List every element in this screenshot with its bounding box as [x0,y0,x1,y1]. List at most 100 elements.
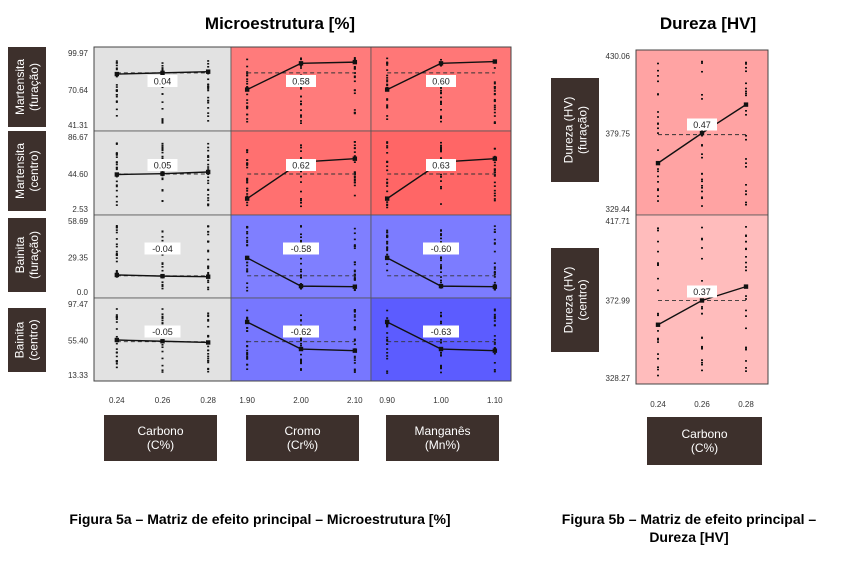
main-effect-point-r2-c1-p1 [298,283,304,289]
correlation-label-r2-c0: -0.04 [152,244,173,254]
main-effect-point-r1-c0-p1 [160,171,165,176]
main-effect-point-r0-c0-p1 [699,130,705,136]
correlation-label-box-r1-c0 [147,159,178,171]
matrix-frame-0 [93,46,512,382]
observation-strip-r2-c1-x2 [353,227,356,292]
main-effect-point-r1-c0-p2 [743,284,749,289]
y-tick-label-r1-t0: 328.27 [606,374,631,383]
main-effect-point-r0-c2-p0 [384,87,390,92]
row-label-dureza-furacao: Dureza (HV) (furação) [551,78,599,182]
y-tick-label-r0-t1: 379.75 [606,130,631,139]
main-effect-point-r1-c0-p0 [114,172,120,177]
observation-strip-r0-c0-x1 [701,60,703,207]
main-effect-point-r0-c1-p1 [298,61,304,66]
row-label-dureza-centro: Dureza (HV) (centro) [551,248,599,352]
left-chart-title: Microestrutura [%] [204,14,356,33]
x-tick-label-c1-t0: 1.90 [239,396,255,405]
main-effect-point-r0-c0-p0 [114,71,120,77]
y-tick-label-r1-t1: 372.99 [606,297,631,306]
observation-strip-r3-c1-x0 [246,309,249,371]
x-tick-label-c0-t2: 0.28 [200,396,216,405]
correlation-label-box-r0-c1 [286,75,316,87]
y-tick-label-r0-t0: 329.44 [606,205,631,214]
correlation-label-r2-c2: -0.60 [431,244,452,254]
main-effect-point-r3-c0-p0 [114,337,120,343]
main-effect-point-r1-c0-p1 [699,298,705,303]
main-effect-point-r3-c2-p0 [384,319,390,325]
y-tick-label-r2-t1: 29.35 [68,254,89,263]
observation-strip-r3-c2-x2 [493,308,496,373]
row-label-bainita-furacao: Bainita (furação) [8,218,46,292]
row-label-martensita-centro: Martensita (centro) [8,131,46,211]
x-tick-label-c2-t0: 0.90 [379,396,395,405]
x-tick-label-c1-t2: 2.10 [347,396,363,405]
caption-figure-5b-line1: Figura 5b – Matriz de efeito principal – [561,511,817,527]
main-effect-point-r2-c2-p1 [438,283,444,289]
correlation-label-box-r3-c2 [423,325,459,338]
main-effect-point-r0-c0-p0 [655,160,661,166]
correlation-label-box-r0-c0 [147,75,178,87]
observation-strip-r1-c0-x0 [115,142,118,206]
observation-strip-r0-c2-x1 [440,58,442,123]
main-effect-point-r3-c0-p1 [160,339,165,344]
y-tick-label-r1-t0: 2.53 [72,205,88,214]
factor-label-cromo: Cromo (Cr%) [246,415,359,461]
correlation-label-box-r0-c0 [687,118,717,131]
main-effect-point-r2-c2-p2 [492,284,498,289]
main-effect-point-r0-c1-p0 [244,87,250,92]
main-effect-point-r0-c1-p2 [352,59,358,65]
observation-strip-r0-c0-x2 [207,60,210,122]
correlation-label-box-r1-c2 [426,159,456,171]
main-effect-point-r0-c0-p2 [205,69,211,74]
observation-strip-r0-c0-x2 [745,61,747,206]
factor-label-carbono: Carbono (C%) [104,415,217,461]
y-tick-label-r2-t2: 58.69 [68,217,89,226]
main-effect-point-r1-c1-p0 [244,196,250,201]
observation-strip-r2-c2-x2 [493,225,496,291]
y-tick-label-r0-t2: 430.06 [606,52,631,61]
main-effect-point-r1-c1-p2 [352,156,358,161]
main-effect-point-r3-c1-p2 [352,348,358,353]
observation-strip-r3-c0-x0 [115,308,118,369]
main-effect-point-r3-c0-p2 [205,340,211,345]
observation-strip-r1-c0-x2 [207,142,210,207]
main-effect-point-r1-c0-p2 [205,169,211,175]
y-tick-label-r3-t2: 97.47 [68,300,89,309]
matrix-frame-1 [635,49,769,385]
correlation-label-r0-c0: 0.47 [693,120,711,130]
main-effect-point-r0-c2-p1 [438,61,444,66]
correlation-label-r1-c1: 0.62 [292,161,310,171]
y-tick-label-r3-t0: 13.33 [68,371,89,380]
x-tick-label-c2-t2: 1.10 [487,396,503,405]
x-tick-label-c1-t1: 2.00 [293,396,309,405]
observation-strip-r2-c2-x1 [440,229,442,289]
y-tick-label-r1-t1: 44.60 [68,170,89,179]
x-tick-label-c0-t1: 0.26 [694,400,710,409]
main-effect-point-r3-c1-p1 [298,346,304,352]
observation-strip-r2-c0-x2 [207,225,210,291]
main-effect-point-r1-c2-p0 [384,196,390,201]
observation-strip-r3-c0-x2 [207,312,210,373]
main-effect-point-r3-c1-p0 [244,319,250,325]
x-tick-label-c2-t1: 1.00 [433,396,449,405]
main-effect-point-r3-c2-p2 [492,348,498,353]
main-effect-point-r2-c0-p0 [114,272,120,278]
correlation-label-r3-c2: -0.63 [431,327,452,337]
right-chart-title: Dureza [HV] [659,14,757,33]
caption-figure-5a: Figura 5a – Matriz de efeito principal –… [69,511,451,527]
main-effect-point-r0-c0-p2 [743,102,749,107]
main-effect-point-r0-c0-p1 [160,70,165,76]
cell-background-r1-c2 [370,130,512,216]
correlation-label-box-r2-c1 [283,242,319,255]
correlation-label-box-r2-c2 [423,242,459,255]
y-tick-label-r3-t1: 55.40 [68,337,89,346]
correlation-label-box-r0-c2 [426,75,456,87]
observation-strip-r3-c1-x2 [353,308,356,373]
y-tick-label-r0-t0: 41.31 [68,121,89,130]
factor-label-carbono-dureza: Carbono (C%) [647,417,762,465]
observation-strip-r1-c1-x0 [246,149,249,207]
correlation-label-r1-c2: 0.63 [432,161,450,171]
caption-figure-5b-line2: Dureza [HV] [649,529,729,545]
y-tick-label-r1-t2: 417.71 [606,217,631,226]
x-tick-label-c0-t0: 0.24 [650,400,666,409]
